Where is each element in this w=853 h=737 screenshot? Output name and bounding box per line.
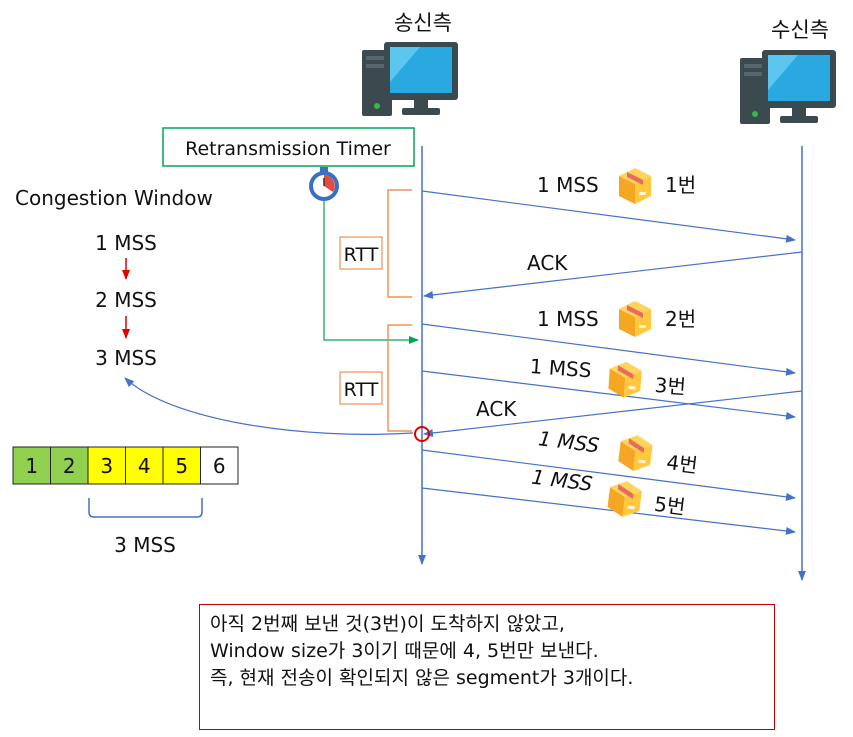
receiver-computer-icon <box>740 50 836 124</box>
segment-3-arrow <box>421 370 796 420</box>
note-line-4: 즉, 현재 전송이 확인되지 않은 segment가 3개이다. <box>210 667 634 689</box>
segment-5-label: 1 MSS 5번 <box>530 465 687 520</box>
cwnd-step-1: 1 MSS <box>95 231 157 255</box>
window-cell-number: 6 <box>213 454 226 478</box>
window-cell-number: 5 <box>175 454 188 478</box>
window-cell-box <box>125 446 164 485</box>
window-cell-2: 2 <box>50 446 89 485</box>
segment-1-seq: 1번 <box>665 173 696 197</box>
window-size-label: 3 MSS <box>114 533 176 557</box>
package-icon <box>617 433 654 473</box>
window-brace <box>88 498 203 518</box>
window-cell-box <box>162 446 201 485</box>
rtt-box-1 <box>339 236 383 270</box>
window-cell-number: 2 <box>63 454 76 478</box>
ack-1-label: ACK <box>527 251 568 275</box>
segment-5-seq: 5번 <box>653 492 687 520</box>
segment-5-arrow <box>421 487 796 535</box>
segment-2-mss: 1 MSS <box>537 307 599 331</box>
window-cell-5: 5 <box>162 446 201 485</box>
segment-2-seq: 2번 <box>665 307 696 331</box>
window-cell-box <box>200 446 239 485</box>
segment-5-mss: 1 MSS <box>530 465 594 496</box>
cwnd-step-3: 3 MSS <box>95 346 157 370</box>
note-line-2: Window size가 3이기 때문에 4, 5번만 보낸다. <box>210 640 599 662</box>
segment-1-label: 1 MSS 1번 <box>537 168 696 204</box>
window-cell-box <box>50 446 89 485</box>
receiver-label: 수신측 <box>771 18 829 42</box>
segment-4-arrow <box>421 449 796 501</box>
sender-computer-icon <box>362 42 458 116</box>
window-cell-3: 3 <box>87 446 126 485</box>
window-cell-number: 4 <box>138 454 151 478</box>
segment-4-seq: 4번 <box>665 450 699 478</box>
timer-expiry-arrow <box>323 201 419 344</box>
rtt-bracket-2 <box>387 324 412 432</box>
segment-1-arrow <box>421 190 796 243</box>
window-cell-4: 4 <box>125 446 164 485</box>
ack-received-marker <box>414 426 430 442</box>
congestion-window-title: Congestion Window <box>15 186 213 210</box>
rtt-box-2 <box>339 371 383 405</box>
ack-1-arrow <box>423 251 803 299</box>
rtt-bracket-1 <box>387 189 412 298</box>
explanation-note: 아직 2번째 보낸 것(3번)이 도착하지 않았고, Window size가 … <box>199 604 775 730</box>
retransmission-timer-box <box>162 127 415 167</box>
rtt-label-1: RTT <box>344 244 379 266</box>
ack-2-arrow <box>423 390 803 437</box>
sender-label: 송신측 <box>394 11 452 35</box>
window-cell-box <box>87 446 126 485</box>
cwnd-increase-arrow <box>124 377 414 435</box>
window-cell-1: 1 <box>12 446 51 485</box>
segment-2-label: 1 MSS 2번 <box>537 301 696 337</box>
rtt-label-2: RTT <box>344 379 379 401</box>
segment-4-mss: 1 MSS <box>537 426 601 457</box>
window-cell-6: 6 <box>200 446 239 485</box>
cwnd-step-2: 2 MSS <box>95 288 157 312</box>
window-cell-number: 3 <box>100 454 113 478</box>
segment-3-mss: 1 MSS <box>529 354 592 382</box>
note-line-1: 아직 2번째 보낸 것(3번)이 도착하지 않았고, <box>210 613 565 635</box>
ack-2-label: ACK <box>476 397 517 421</box>
segment-1-mss: 1 MSS <box>537 173 599 197</box>
segment-2-arrow <box>421 323 796 376</box>
stopwatch-icon <box>309 167 339 201</box>
retransmission-timer-label: Retransmission Timer <box>185 138 391 160</box>
package-icon <box>619 168 651 204</box>
package-icon <box>619 301 651 337</box>
segment-3-seq: 3번 <box>654 373 687 399</box>
package-icon <box>607 360 643 399</box>
window-cell-number: 1 <box>25 454 38 478</box>
segment-3-label: 1 MSS 3번 <box>529 354 687 399</box>
